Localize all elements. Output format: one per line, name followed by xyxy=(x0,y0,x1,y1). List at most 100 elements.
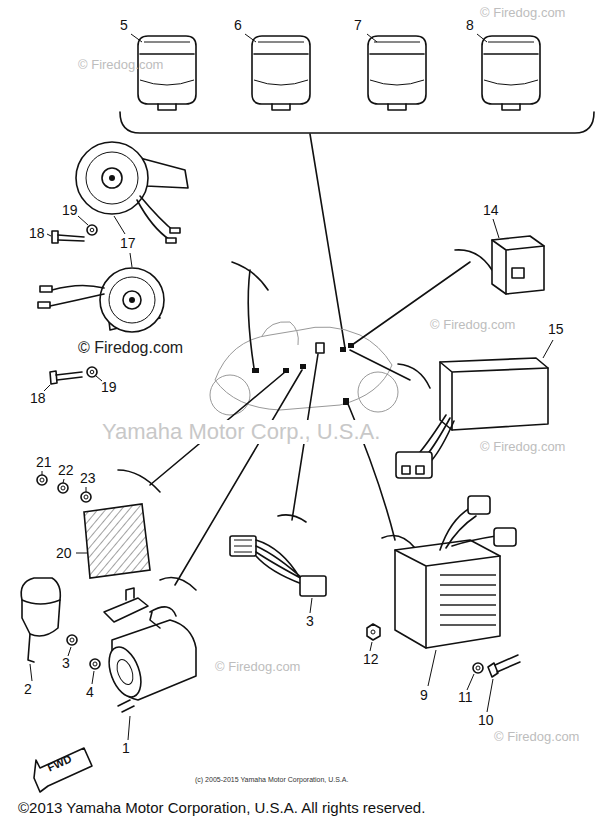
group-bracket xyxy=(232,262,268,290)
watermark: © Firedog.com xyxy=(78,58,163,72)
nut xyxy=(37,475,47,485)
group-bracket xyxy=(310,134,345,348)
group-bracket xyxy=(455,250,492,270)
washer xyxy=(90,659,100,669)
leader-line xyxy=(30,664,32,681)
nut xyxy=(58,483,68,493)
callout-number: 17 xyxy=(120,236,136,251)
leader-line xyxy=(44,216,132,391)
callout-number: 19 xyxy=(101,380,117,395)
copyright-note: (c) 2005-2015 Yamaha Motor Corporation, … xyxy=(195,776,348,784)
switch-housing xyxy=(21,578,60,662)
switch-housing xyxy=(28,634,34,662)
regulator-unit xyxy=(395,540,500,648)
leader-line xyxy=(30,647,130,740)
motor-unit xyxy=(104,598,148,622)
horn xyxy=(76,142,148,214)
leader-line xyxy=(543,340,553,358)
washer xyxy=(87,367,97,377)
bolt xyxy=(52,231,58,243)
washer xyxy=(473,663,483,673)
motorcycle-outline xyxy=(358,372,398,412)
callout-number: 10 xyxy=(478,713,494,728)
washer xyxy=(87,225,97,235)
horn xyxy=(100,268,164,332)
callout-number: 18 xyxy=(29,226,45,241)
callout-number: 4 xyxy=(86,685,94,700)
leader-line xyxy=(131,34,142,42)
wire-harness xyxy=(300,576,326,596)
group-bracket xyxy=(120,112,594,133)
motor-unit xyxy=(118,700,134,712)
callout-number: 12 xyxy=(363,652,379,667)
relay-unit xyxy=(252,36,310,110)
direction-label: FWD xyxy=(46,752,74,773)
callout-number: 5 xyxy=(120,18,128,33)
switch-housing xyxy=(21,578,60,636)
leader-line xyxy=(487,679,493,712)
callout-number: 7 xyxy=(354,18,362,33)
motorcycle-outline xyxy=(300,364,306,369)
group-bracket xyxy=(278,515,306,522)
callout-number: 20 xyxy=(56,546,72,561)
callout-number: 3 xyxy=(306,614,314,629)
horn xyxy=(123,291,141,309)
group-bracket xyxy=(398,364,430,388)
group-bracket xyxy=(248,270,254,368)
callout-number: 11 xyxy=(458,690,473,705)
washer xyxy=(70,638,74,642)
regulator-unit xyxy=(468,496,490,514)
horn xyxy=(50,285,104,306)
callout-number: 22 xyxy=(58,463,74,478)
callout-number: 18 xyxy=(30,391,46,406)
group-bracket xyxy=(160,578,196,590)
switch-housing xyxy=(22,600,60,604)
leader-line xyxy=(245,34,256,42)
motor-unit xyxy=(114,657,136,686)
horn xyxy=(109,175,115,181)
callout-number: 14 xyxy=(483,203,499,218)
leader-line xyxy=(76,553,88,554)
washer xyxy=(473,663,483,673)
motorcycle-outline xyxy=(210,322,398,415)
callout-number: 2 xyxy=(24,682,32,697)
motorcycle-outline xyxy=(252,368,259,373)
horn xyxy=(166,238,176,243)
leader-line xyxy=(310,598,312,613)
washer xyxy=(476,666,480,670)
washer xyxy=(67,635,77,645)
leader-line xyxy=(68,647,71,656)
callout-number: 3 xyxy=(62,656,70,671)
horn xyxy=(137,196,175,240)
watermark: © Firedog.com xyxy=(494,730,579,744)
motorcycle-outline xyxy=(210,375,250,415)
bolt xyxy=(56,372,82,380)
washer xyxy=(90,228,94,232)
leader-line xyxy=(47,234,51,236)
group-bracket xyxy=(175,370,302,585)
motorcycle-outline xyxy=(262,322,298,345)
regulator-unit xyxy=(494,528,516,546)
leader-line xyxy=(428,650,436,686)
wire-harness xyxy=(230,536,256,556)
regulator-unit xyxy=(395,550,500,648)
leader-line xyxy=(63,479,64,483)
horn xyxy=(129,297,135,303)
horn xyxy=(109,277,155,323)
relay-unit xyxy=(368,36,426,110)
horn xyxy=(102,168,122,188)
wire-harness xyxy=(230,536,326,596)
leader-line xyxy=(367,34,377,42)
relay-unit xyxy=(492,236,544,294)
control-unit xyxy=(440,358,548,430)
control-unit xyxy=(440,362,548,430)
callout-number: 19 xyxy=(62,203,78,218)
leader-line xyxy=(493,219,499,238)
bolt xyxy=(50,371,57,384)
leader-line xyxy=(128,716,130,740)
group-bracket xyxy=(382,536,415,548)
relay-unit xyxy=(138,36,196,110)
nut xyxy=(81,492,91,502)
nut xyxy=(61,486,65,490)
